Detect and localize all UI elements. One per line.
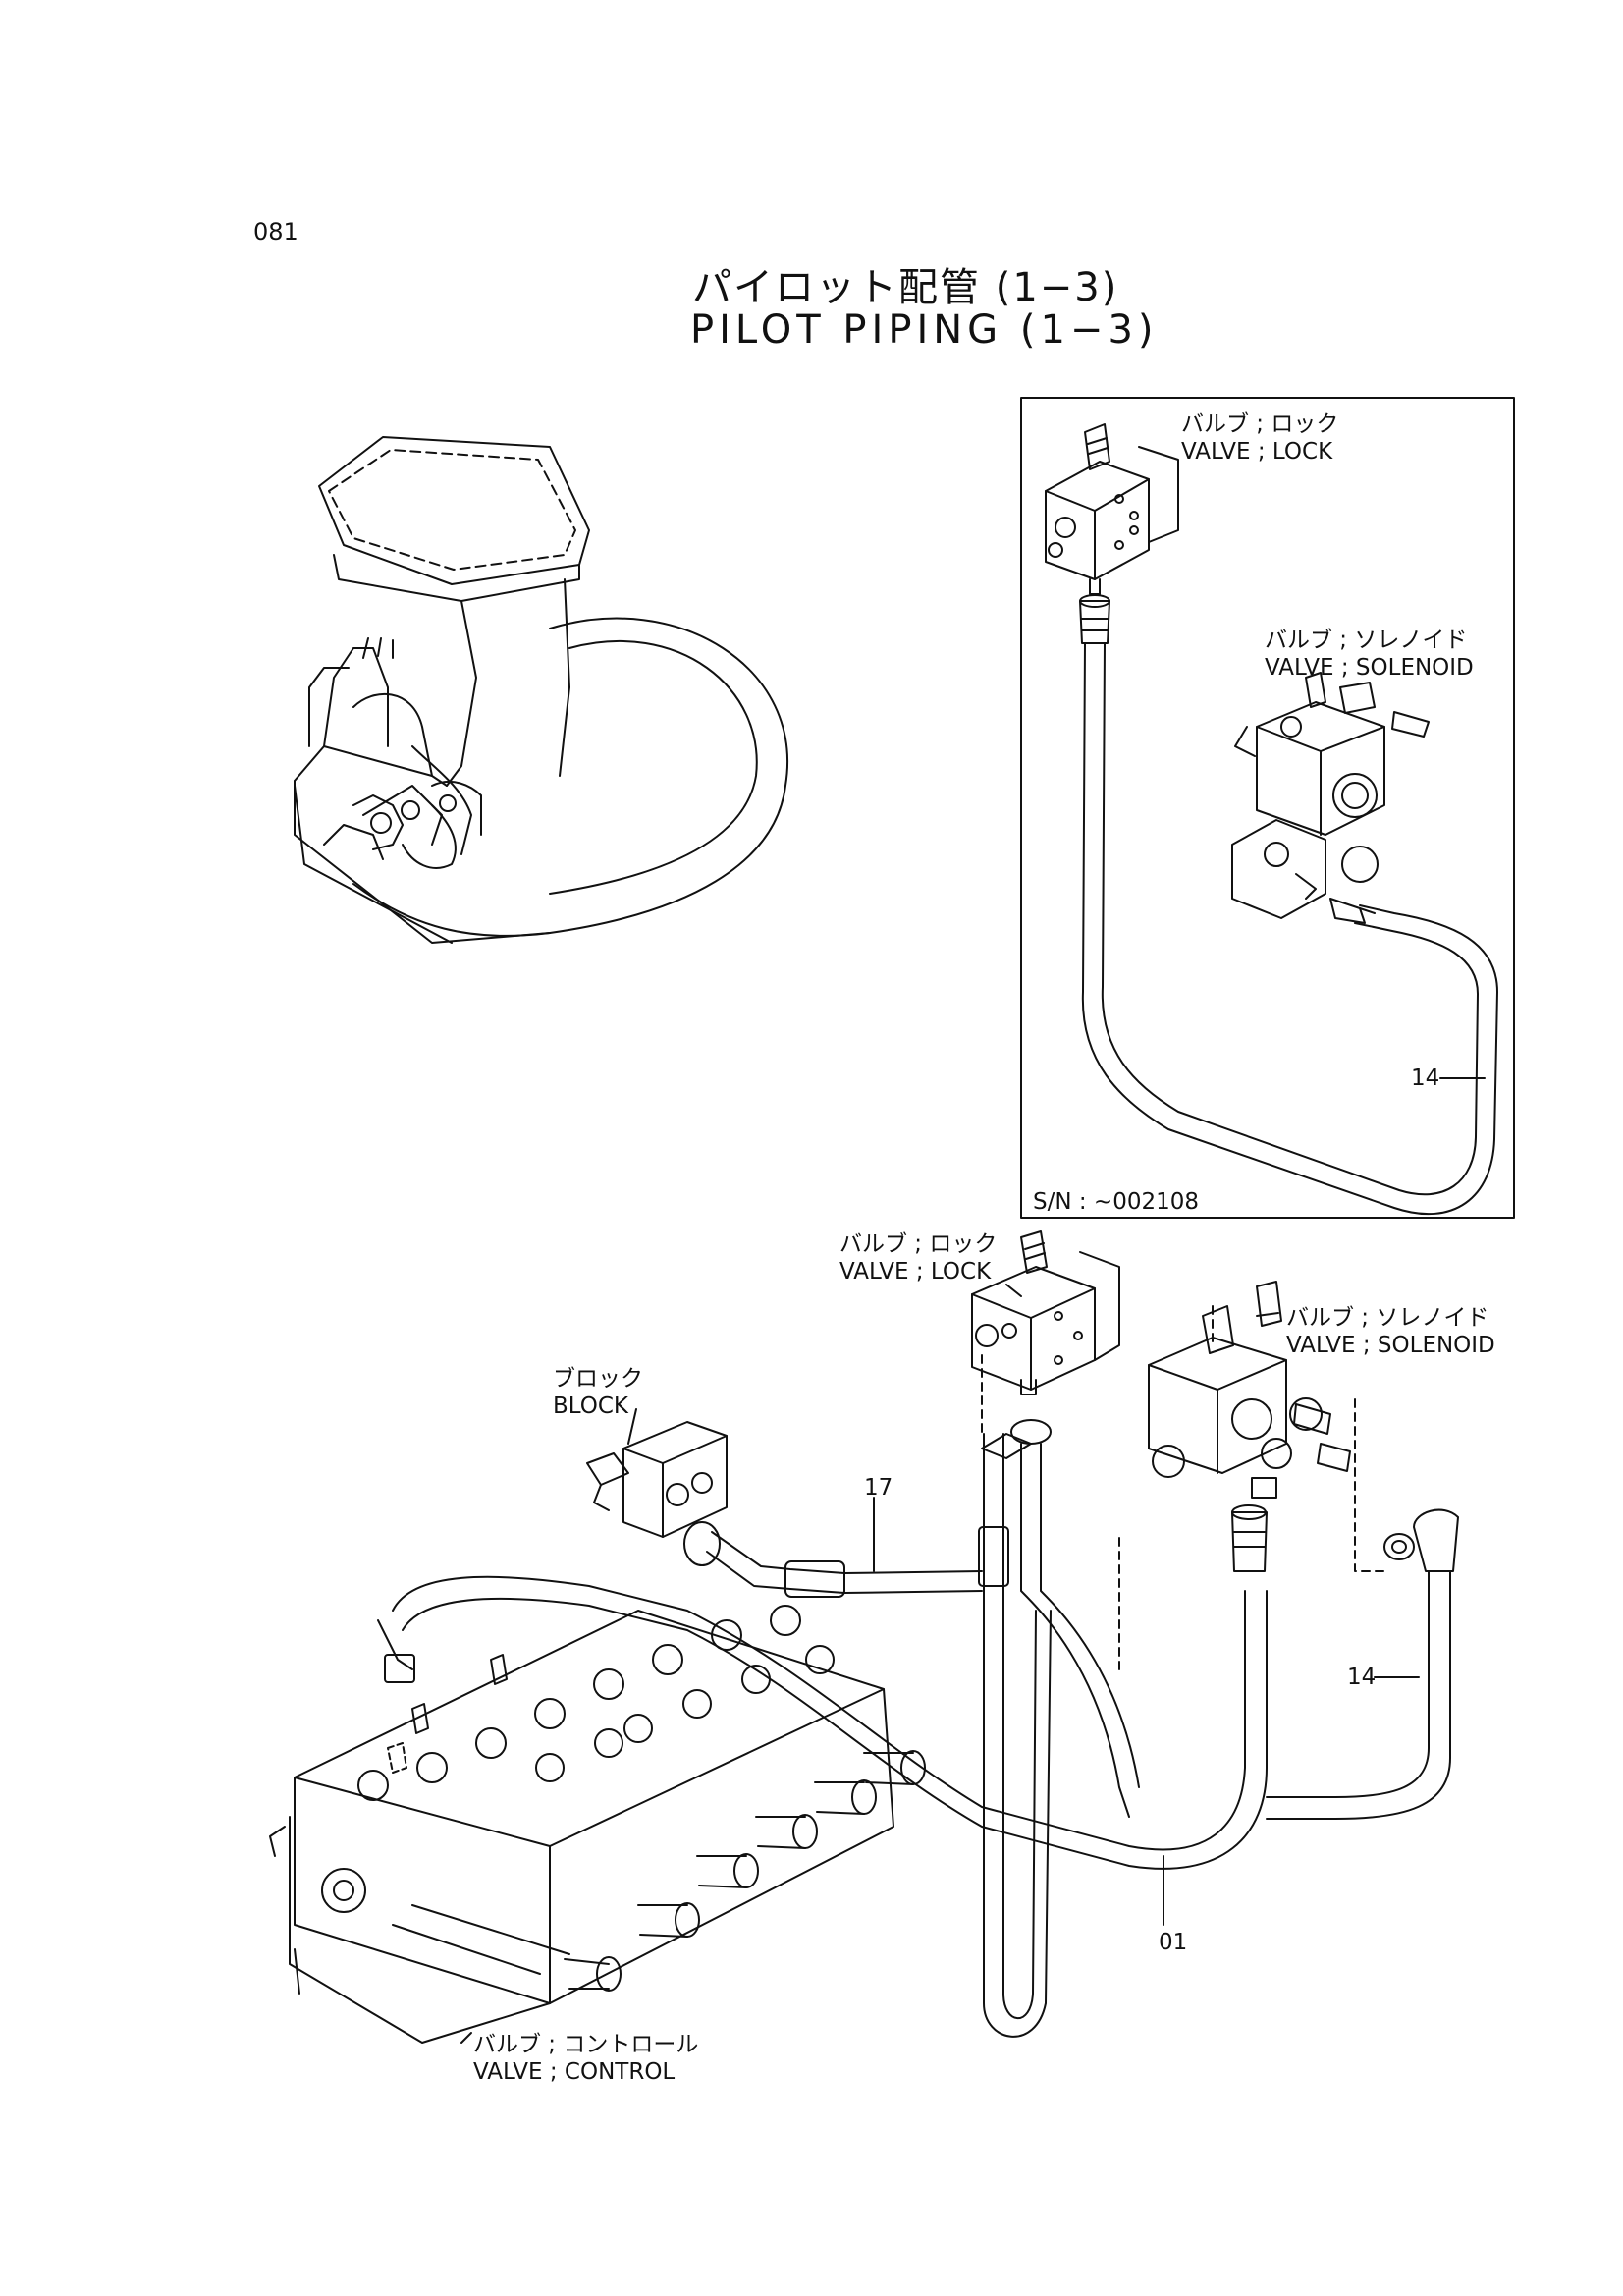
control-valve — [269, 1605, 926, 2044]
page-number: 081 — [253, 218, 298, 246]
title-english: PILOT PIPING (1−3) — [690, 307, 1159, 353]
inset-callout-14: 14 — [1411, 1066, 1440, 1091]
main-lock-valve — [971, 1230, 1120, 1395]
inset-solenoid-valve — [1231, 672, 1430, 924]
callout-14: 14 — [1347, 1665, 1377, 1690]
inset-lock-valve — [1045, 423, 1179, 595]
hose-17 — [683, 1497, 983, 1598]
inset-hose-14 — [1079, 594, 1498, 1216]
solenoid-fitting — [1231, 1504, 1268, 1572]
hose-14 — [1266, 1398, 1459, 1820]
main-solenoid-valve — [1148, 1281, 1351, 1499]
inset-frame — [1020, 397, 1515, 1219]
control-valve-label: バルブ ; コントロール VALVE ; CONTROL — [473, 2032, 699, 2085]
title-japanese: パイロット配管 (1−3) — [692, 265, 1119, 310]
main-solenoid-valve-label: バルブ ; ソレノイド VALVE ; SOLENOID — [1286, 1305, 1495, 1358]
callout-17: 17 — [864, 1475, 893, 1501]
serial-number-note: S/N : ~002108 — [1033, 1189, 1199, 1215]
hose-01 — [377, 1419, 1268, 2038]
machine-overview-illustration — [294, 436, 788, 944]
block-label: ブロック BLOCK — [553, 1366, 643, 1419]
inset-solenoid-valve-label: バルブ ; ソレノイド VALVE ; SOLENOID — [1265, 628, 1474, 681]
main-lock-valve-label: バルブ ; ロック VALVE ; LOCK — [839, 1231, 998, 1285]
block — [586, 1421, 728, 1538]
inset-lock-valve-label: バルブ ; ロック VALVE ; LOCK — [1181, 411, 1339, 465]
callout-01: 01 — [1159, 1930, 1188, 1955]
